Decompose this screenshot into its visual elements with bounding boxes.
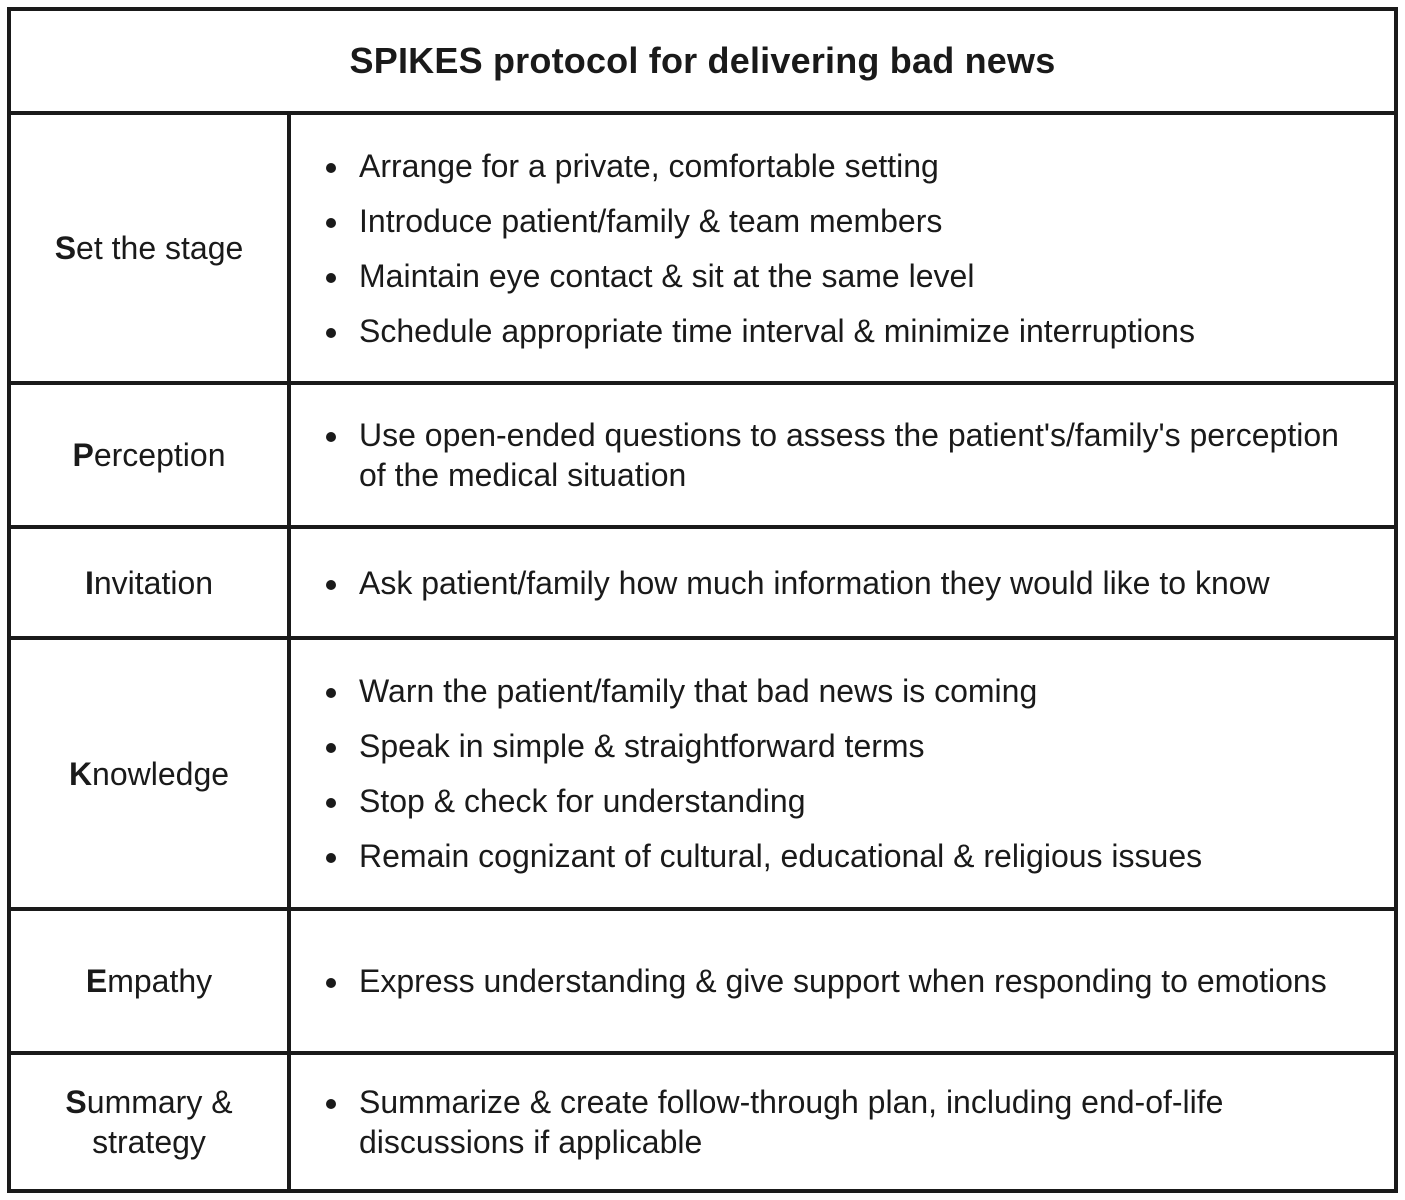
table-row-empathy: Empathy Express understanding & give sup… <box>11 911 1394 1055</box>
table-header: SPIKES protocol for delivering bad news <box>11 11 1394 115</box>
bullet-list: Use open-ended questions to assess the p… <box>323 415 1374 495</box>
table-row-perception: Perception Use open-ended questions to a… <box>11 385 1394 529</box>
row-label: Set the stage <box>11 115 291 381</box>
row-label-initial: K <box>68 755 93 792</box>
row-label-initial: E <box>85 963 108 999</box>
row-label-rest: et the stage <box>76 230 244 266</box>
table-row-invitation: Invitation Ask patient/family how much i… <box>11 529 1394 640</box>
bullet-list: Express understanding & give support whe… <box>323 961 1374 1001</box>
bullet-item: Maintain eye contact & sit at the same l… <box>323 256 1374 296</box>
row-content: Warn the patient/family that bad news is… <box>291 640 1394 907</box>
row-label-initial: S <box>65 1084 87 1120</box>
row-label: Perception <box>11 385 291 525</box>
row-content: Summarize & create follow-through plan, … <box>291 1055 1394 1189</box>
table-title: SPIKES protocol for delivering bad news <box>349 40 1056 81</box>
table-row-set-the-stage: Set the stage Arrange for a private, com… <box>11 115 1394 385</box>
row-content: Use open-ended questions to assess the p… <box>291 385 1394 525</box>
bullet-item: Stop & check for understanding <box>323 781 1374 821</box>
bullet-item: Speak in simple & straightforward terms <box>323 726 1374 766</box>
table-row-knowledge: Knowledge Warn the patient/family that b… <box>11 640 1394 911</box>
row-content: Arrange for a private, comfortable setti… <box>291 115 1394 381</box>
bullet-list: Summarize & create follow-through plan, … <box>323 1082 1374 1162</box>
table-row-summary-strategy: Summary & strategy Summarize & create fo… <box>11 1055 1394 1189</box>
bullet-item: Arrange for a private, comfortable setti… <box>323 146 1374 186</box>
row-label-rest: nvitation <box>93 564 214 601</box>
bullet-list: Arrange for a private, comfortable setti… <box>323 146 1374 351</box>
row-content: Express understanding & give support whe… <box>291 911 1394 1051</box>
row-label-rest: erception <box>93 437 226 473</box>
row-content: Ask patient/family how much information … <box>291 529 1394 636</box>
bullet-item: Introduce patient/family & team members <box>323 201 1374 241</box>
row-label-rest: ummary & strategy <box>86 1084 233 1160</box>
row-label-initial: I <box>84 564 94 601</box>
bullet-item: Express understanding & give support whe… <box>323 961 1374 1001</box>
row-label: Summary & strategy <box>11 1055 291 1189</box>
bullet-item: Schedule appropriate time interval & min… <box>323 311 1374 351</box>
row-label: Empathy <box>11 911 291 1051</box>
row-label-initial: S <box>54 230 77 266</box>
bullet-list: Warn the patient/family that bad news is… <box>323 671 1374 876</box>
bullet-item: Use open-ended questions to assess the p… <box>323 415 1374 495</box>
row-label-rest: mpathy <box>107 963 213 999</box>
row-label: Knowledge <box>11 640 291 907</box>
bullet-item: Remain cognizant of cultural, educationa… <box>323 836 1374 876</box>
row-label: Invitation <box>11 529 291 636</box>
bullet-item: Summarize & create follow-through plan, … <box>323 1082 1374 1162</box>
row-label-initial: P <box>72 437 94 473</box>
bullet-list: Ask patient/family how much information … <box>323 563 1374 603</box>
bullet-item: Ask patient/family how much information … <box>323 563 1374 603</box>
bullet-item: Warn the patient/family that bad news is… <box>323 671 1374 711</box>
spikes-table: SPIKES protocol for delivering bad news … <box>7 7 1398 1193</box>
row-label-rest: nowledge <box>92 755 230 792</box>
